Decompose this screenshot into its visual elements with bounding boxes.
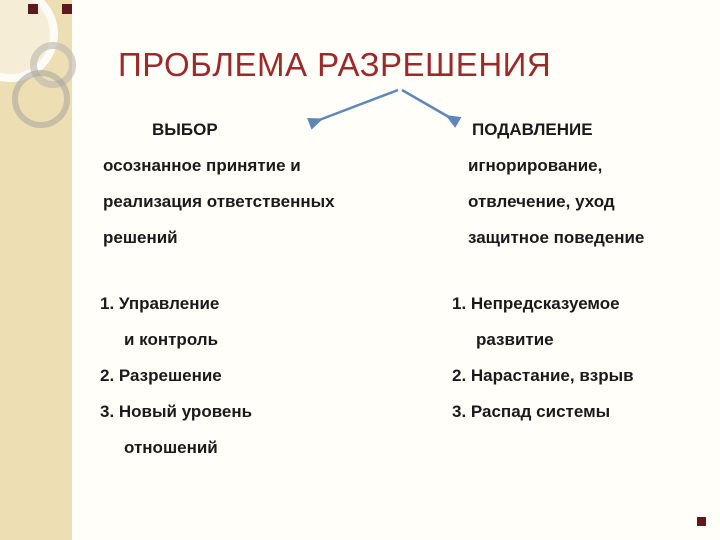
branch-line-right [401, 88, 462, 128]
list-item: 1. Непредсказуемое [452, 294, 620, 313]
slide-title: ПРОБЛЕМА РАЗРЕШЕНИЯ [118, 46, 552, 83]
right-column-list: 1. Непредсказуемое развитие 2. Нарастани… [452, 286, 634, 430]
branch-line-left [307, 88, 399, 130]
list-item: 2. Нарастание, взрыв [452, 366, 634, 385]
decorative-circle-icon [12, 70, 70, 128]
left-column-description: осознанное принятие и реализация ответст… [103, 148, 335, 256]
left-column-header: ВЫБОР [152, 120, 218, 139]
text-line: защитное поведение [468, 228, 645, 247]
left-column-list: 1. Управление и контроль 2. Разрешение 3… [100, 286, 252, 466]
branch-arrow-icon [307, 88, 462, 130]
list-item: 3. Новый уровень [100, 402, 253, 421]
decorative-square-icon [62, 4, 72, 14]
right-column-description: игнорирование, отвлечение, уход защитное… [468, 148, 644, 256]
list-item-continuation: отношений [124, 438, 218, 457]
text-line: игнорирование, [468, 156, 603, 175]
text-line: осознанное принятие и [103, 156, 301, 175]
list-item-continuation: развитие [476, 330, 554, 349]
text-line: отвлечение, уход [468, 192, 615, 211]
text-line: реализация ответственных [103, 192, 335, 211]
decorative-square-icon [28, 4, 38, 14]
right-column-header: ПОДАВЛЕНИЕ [472, 120, 593, 139]
list-item-continuation: и контроль [124, 330, 219, 349]
text-line: решений [103, 228, 178, 247]
decorative-square-icon [697, 517, 706, 526]
list-item: 1. Управление [100, 294, 220, 313]
list-item: 3. Распад системы [452, 402, 611, 421]
list-item: 2. Разрешение [100, 366, 222, 385]
